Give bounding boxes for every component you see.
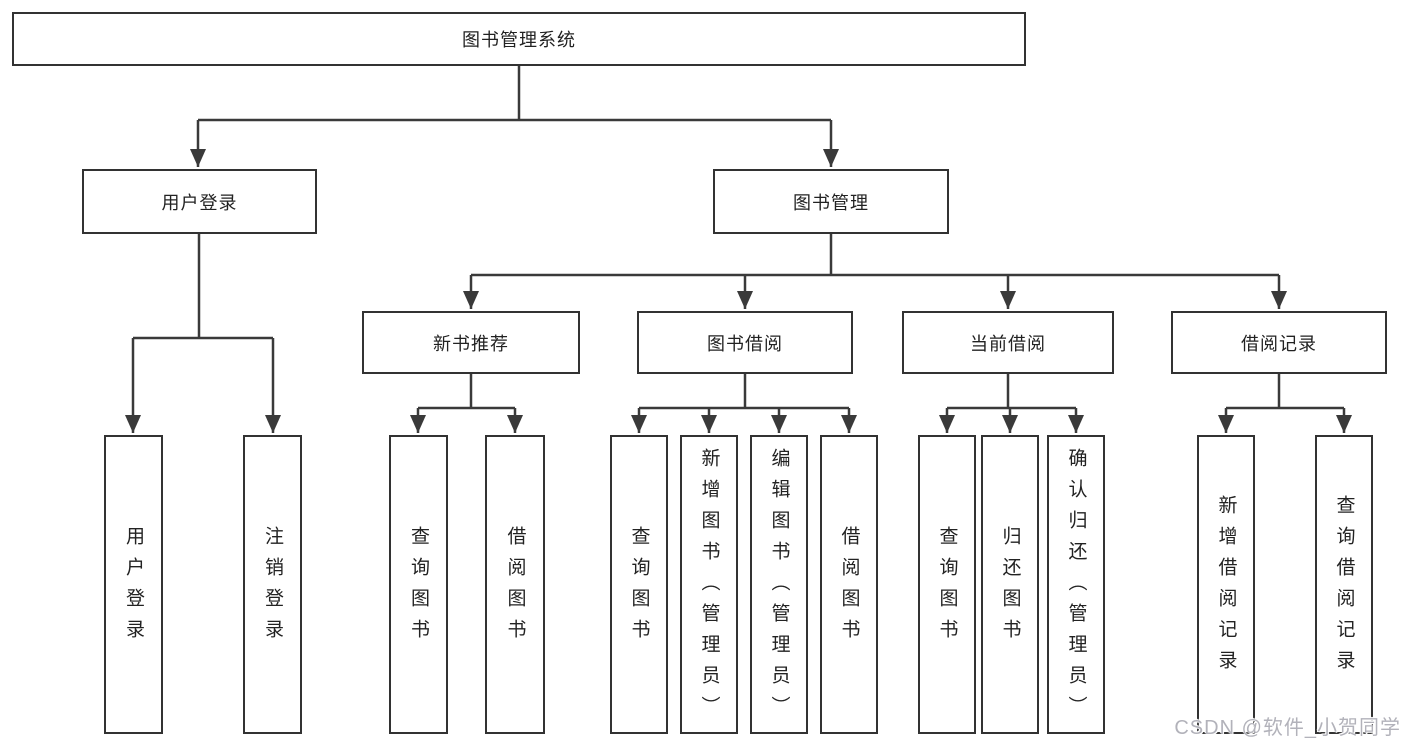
leaf-br-query-record: 查询借阅记录 — [1315, 435, 1373, 734]
node-root: 图书管理系统 — [12, 12, 1026, 66]
leaf-nbr-query-books: 查询图书 — [389, 435, 448, 734]
leaf-cb-return-books: 归还图书 — [981, 435, 1039, 734]
leaf-bb-query-books: 查询图书 — [610, 435, 668, 734]
watermark: CSDN @软件_小贺同学 — [1174, 717, 1401, 739]
leaf-cb-query-books: 查询图书 — [918, 435, 976, 734]
node-user-login: 用户登录 — [82, 169, 317, 234]
connector-root — [190, 66, 839, 167]
leaf-nbr-borrow-books: 借阅图书 — [485, 435, 545, 734]
connector-borrow-records — [1218, 374, 1352, 433]
connector-new-book-recommend — [410, 374, 523, 433]
node-current-borrow: 当前借阅 — [902, 311, 1114, 374]
node-book-management: 图书管理 — [713, 169, 949, 234]
leaf-bb-add-books: 新增图书（管理员） — [680, 435, 738, 734]
node-book-borrow: 图书借阅 — [637, 311, 853, 374]
leaf-bb-borrow-books: 借阅图书 — [820, 435, 878, 734]
node-new-book-recommend: 新书推荐 — [362, 311, 580, 374]
leaf-cb-confirm-return: 确认归还（管理员） — [1047, 435, 1105, 734]
leaf-logout: 注销登录 — [243, 435, 302, 734]
connector-user-login — [125, 234, 281, 433]
leaf-bb-edit-books: 编辑图书（管理员） — [750, 435, 808, 734]
node-borrow-records: 借阅记录 — [1171, 311, 1387, 374]
connector-book-borrow — [631, 374, 857, 433]
leaf-br-add-record: 新增借阅记录 — [1197, 435, 1255, 734]
connector-current-borrow — [939, 374, 1084, 433]
connector-book-management — [463, 234, 1287, 309]
leaf-user-login: 用户登录 — [104, 435, 163, 734]
